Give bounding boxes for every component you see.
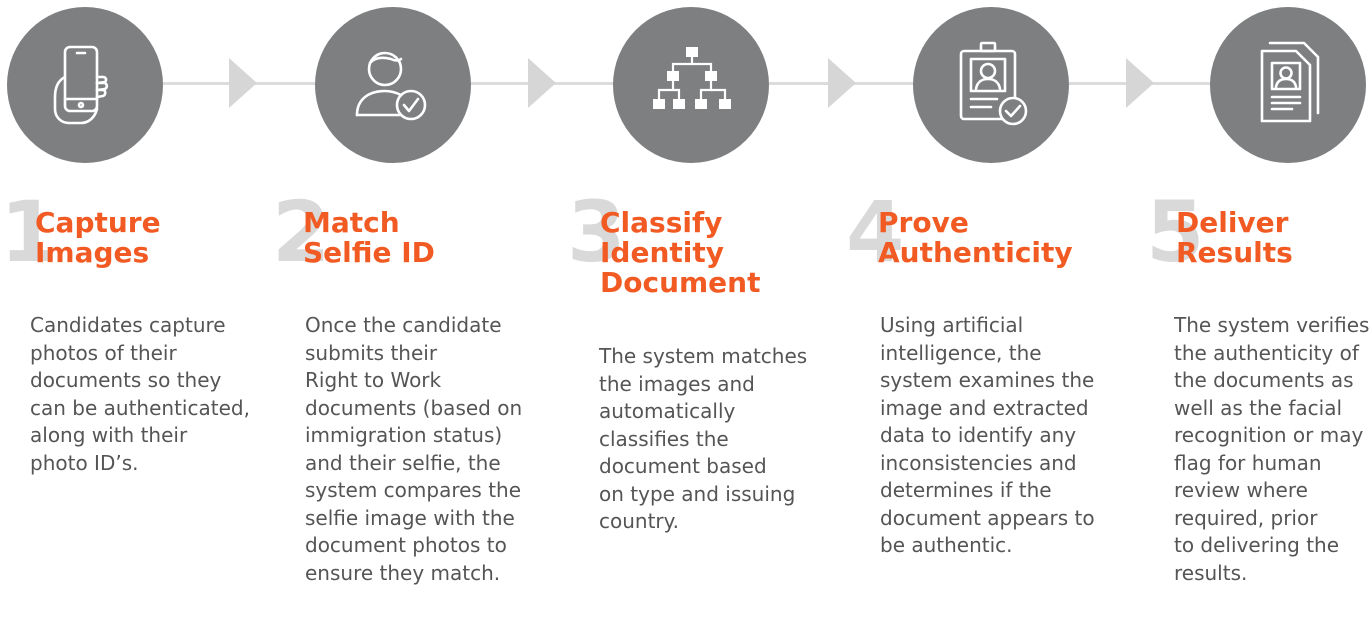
step-2-circle: [315, 7, 471, 163]
step-description: Using artificial intelligence, the syste…: [880, 313, 1095, 557]
smartphone-hand-icon: [53, 45, 109, 125]
step-title: Deliver Results: [1176, 206, 1293, 269]
step-title: Prove Authenticity: [878, 206, 1073, 269]
step-number: 4: [846, 183, 905, 281]
id-badge-check-icon: [959, 41, 1028, 126]
step-number: 3: [567, 183, 626, 281]
step-5-circle: [1210, 7, 1366, 163]
step-description: The system verifies the authenticity of …: [1174, 313, 1370, 585]
step-description: The system matches the images and automa…: [599, 344, 808, 533]
step-4-circle: [913, 7, 1069, 163]
step-number: 2: [272, 183, 331, 281]
hierarchy-icon: [653, 47, 731, 109]
arrow-right-icon: [528, 58, 556, 108]
arrow-right-icon: [229, 58, 257, 108]
step-description: Candidates capture photos of their docum…: [30, 313, 250, 475]
step-title: Match Selfie ID: [303, 206, 435, 269]
step-title: Classify Identity Document: [600, 206, 761, 299]
step-description: Once the candidate submits their Right t…: [305, 313, 523, 585]
arrow-right-icon: [828, 58, 856, 108]
step-3-circle: [613, 7, 769, 163]
user-check-icon: [355, 51, 427, 121]
step-1-circle: [7, 7, 163, 163]
step-title: Capture Images: [35, 206, 161, 269]
documents-icon: [1260, 41, 1320, 123]
step-number: 1: [0, 183, 59, 281]
step-number: 5: [1146, 183, 1205, 281]
arrow-right-icon: [1126, 58, 1154, 108]
